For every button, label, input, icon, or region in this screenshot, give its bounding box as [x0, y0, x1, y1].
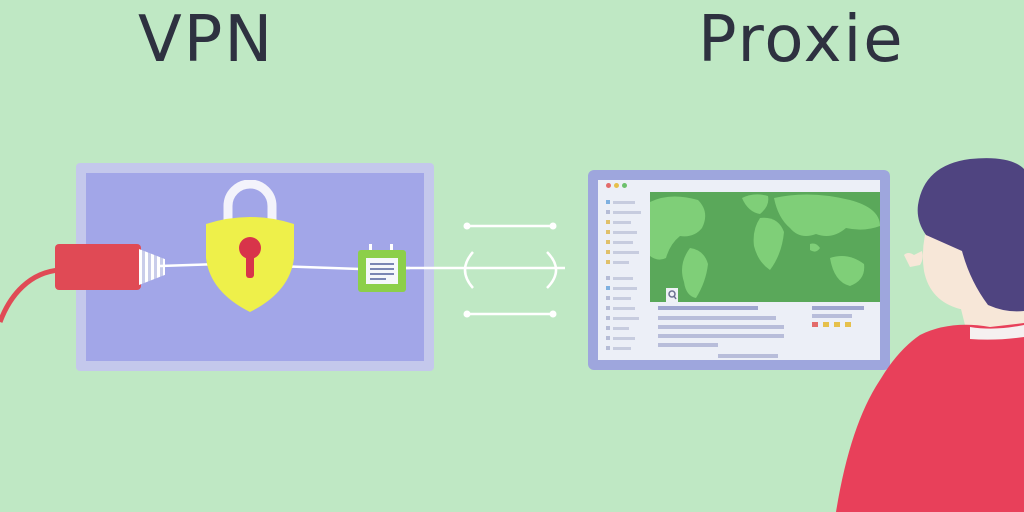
content-line [658, 334, 784, 338]
power-plug-icon [55, 244, 141, 290]
sidebar-row [606, 276, 633, 280]
person-figure-icon [836, 158, 1024, 512]
sidebar-row [606, 306, 635, 310]
content-line [718, 354, 778, 358]
content-line [658, 306, 758, 310]
sidebar-row [606, 200, 635, 204]
sidebar-row [606, 230, 637, 234]
window-controls [606, 183, 627, 188]
content-line [658, 343, 718, 347]
rating-dot [823, 322, 829, 327]
sidebar-row [606, 260, 629, 264]
sidebar-row [606, 336, 635, 340]
rating-dot [834, 322, 840, 327]
power-cable-icon [0, 267, 61, 323]
content-line [658, 325, 784, 329]
rating-dot [812, 322, 818, 327]
sidebar-row [606, 286, 637, 290]
usb-adapter-icon [358, 244, 406, 292]
sidebar-row [606, 346, 631, 350]
rating-icons [812, 322, 851, 327]
sidebar-row [606, 316, 639, 320]
sidebar-row [606, 220, 631, 224]
minimize-dot [614, 183, 619, 188]
shield-lock-icon [206, 180, 294, 312]
proxie-title: Proxie [698, 3, 905, 77]
browser-screen [598, 180, 880, 360]
maximize-dot [622, 183, 627, 188]
link-lines-icon [463, 222, 558, 318]
vpn-title: VPN [138, 3, 275, 77]
content-line [658, 316, 776, 320]
location-pin-icon [666, 288, 678, 302]
content-line [812, 314, 852, 318]
sidebar-row [606, 240, 633, 244]
world-map-icon [650, 192, 880, 302]
sidebar-row [606, 296, 631, 300]
content-line [812, 306, 864, 310]
browser-window-icon [588, 170, 890, 370]
sidebar-row [606, 250, 639, 254]
sidebar-row [606, 326, 629, 330]
sidebar-row [606, 210, 641, 214]
rating-dot [845, 322, 851, 327]
close-dot [606, 183, 611, 188]
browser-sidebar [602, 194, 646, 358]
